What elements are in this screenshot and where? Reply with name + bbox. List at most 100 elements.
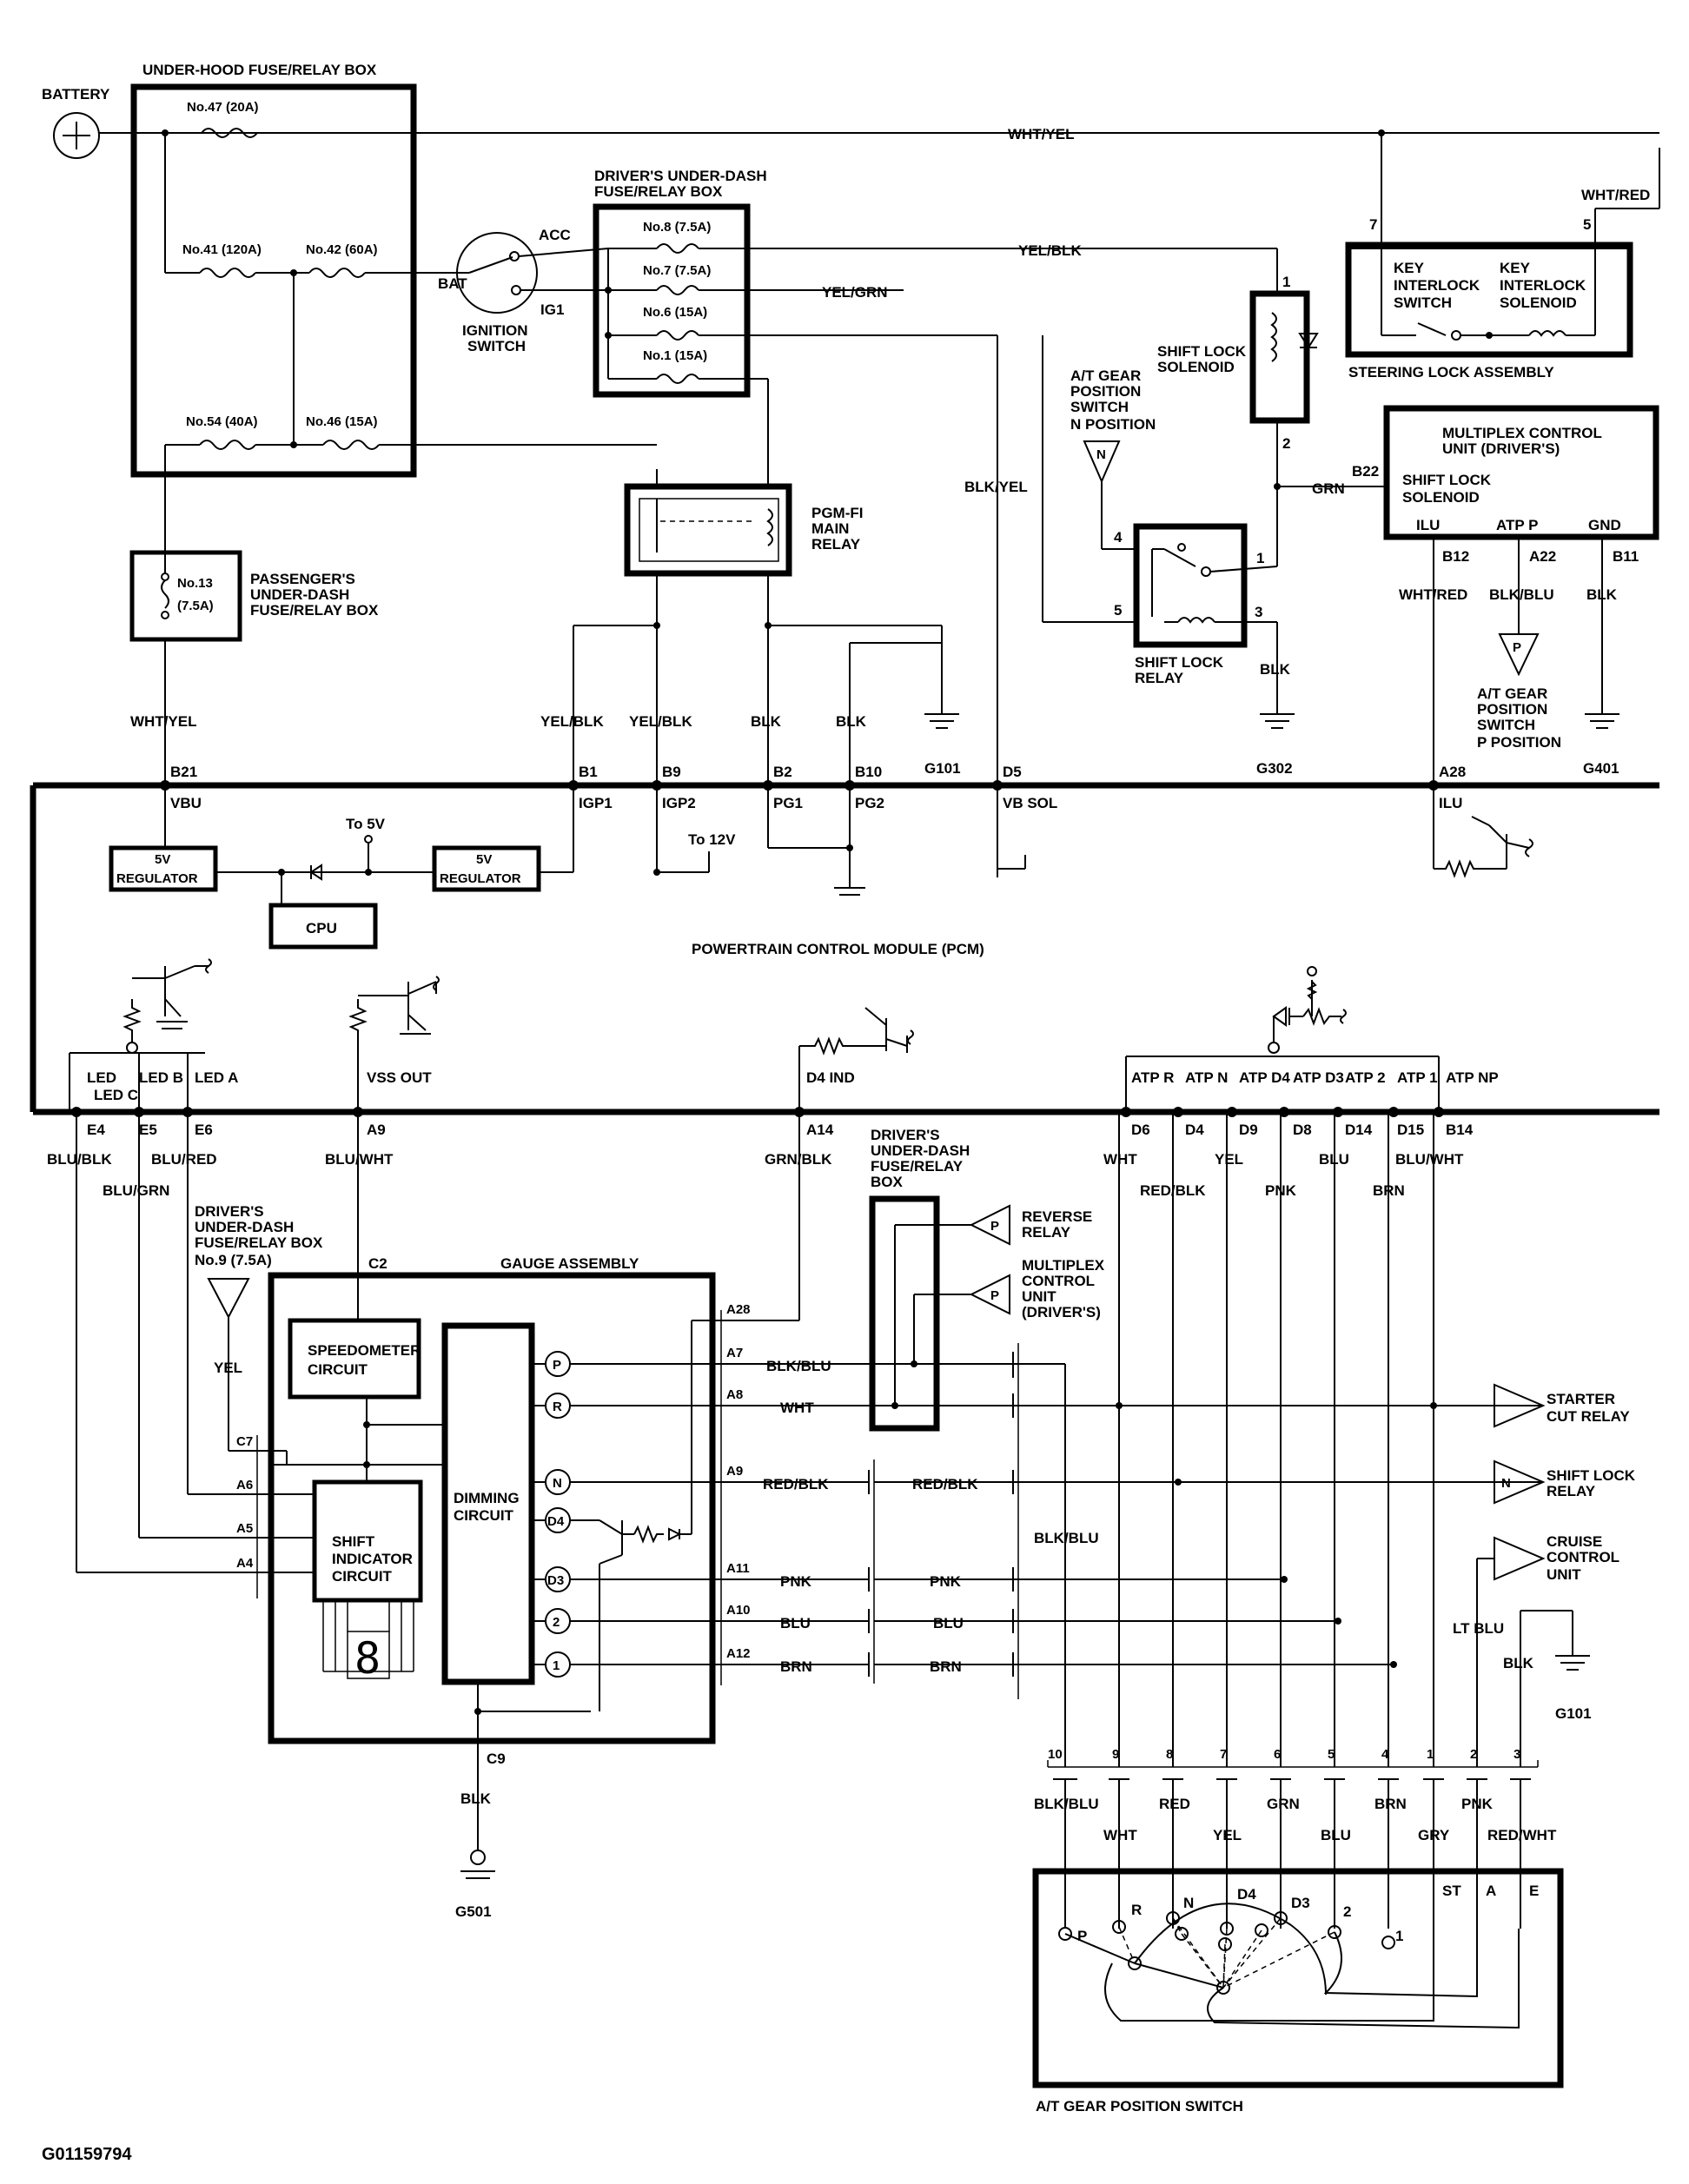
passenger-label-2: UNDER-DASH: [250, 586, 349, 603]
gpin-3: 3: [1513, 1747, 1520, 1762]
wire-blu-red: BLU/RED: [151, 1151, 217, 1168]
gear-switch-title: A/T GEAR POSITION SWITCH: [1036, 2098, 1243, 2115]
indicator-2: 2: [532, 1608, 725, 1634]
fuse-46-label: No.46 (15A): [306, 414, 378, 429]
p-switch-1: A/T GEAR: [1477, 685, 1547, 702]
ind-p-label: P: [553, 1358, 561, 1373]
fuse-54-label: No.54 (40A): [186, 414, 258, 429]
fuse9-3: FUSE/RELAY BOX: [195, 1234, 323, 1251]
reg-2-5v: 5V: [476, 852, 492, 867]
mcu-mid-3: UNIT: [1022, 1288, 1056, 1305]
mcu-title-2: UNIT (DRIVER'S): [1442, 440, 1560, 457]
term-4-relay: 4: [1114, 529, 1123, 546]
mcu-shift-lock-2: SOLENOID: [1402, 489, 1480, 506]
cruise-connector-icon: [1494, 1536, 1546, 1581]
fuse9-4: No.9 (7.5A): [195, 1252, 272, 1268]
shift-lock-relay-label-1: SHIFT LOCK: [1135, 654, 1224, 671]
fuse-8-label: No.8 (7.5A): [643, 220, 711, 235]
gwire-red: RED: [1159, 1796, 1190, 1812]
pin-b1: B1: [579, 764, 598, 780]
pin-b22: B22: [1352, 463, 1379, 480]
gpos-d3: D3: [1291, 1895, 1310, 1911]
pcm-module: B21 B1 B9 B2 B10 D5 A28 VBU IGP1 IGP2 PG…: [30, 764, 1659, 1138]
gwire-yel: YEL: [1213, 1827, 1242, 1843]
mcu-atp-p: ATP P: [1496, 517, 1539, 533]
wire-red-blk-mid: RED/BLK: [912, 1476, 978, 1492]
fuse9-1: DRIVER'S: [195, 1203, 264, 1220]
pin-d15: D15: [1397, 1122, 1424, 1138]
wire-blu-grn: BLU/GRN: [103, 1182, 169, 1199]
wire-blk-yel: BLK/YEL: [964, 479, 1028, 495]
reverse-1: REVERSE: [1022, 1208, 1092, 1225]
gwire-pnk: PNK: [1461, 1796, 1494, 1812]
ignition-switch-icon: [456, 232, 538, 314]
pin-a28-top: A28: [1439, 764, 1466, 780]
shift-lock-sol-label-2: SOLENOID: [1157, 359, 1235, 375]
steering-lock-title: STEERING LOCK ASSEMBLY: [1348, 364, 1554, 381]
pin-a10: A10: [726, 1603, 751, 1618]
ignition-bat: BAT: [438, 275, 467, 292]
pin-d6: D6: [1131, 1122, 1150, 1138]
pgm-fi-label-2: MAIN: [811, 520, 849, 537]
wire-blk-blu-p: BLK/BLU: [1489, 586, 1554, 603]
fuse-6: [656, 330, 699, 341]
shift-lock-solenoid: 1 SHIFT LOCK SOLENOID 2 GRN: [1157, 248, 1387, 566]
wire-blu-blk: BLU/BLK: [47, 1151, 112, 1168]
wire-blk-g101: BLK: [1503, 1655, 1534, 1671]
wire-yel-grn: YEL/GRN: [822, 284, 888, 301]
wire-blu-mid: BLU: [933, 1615, 964, 1631]
fuse-42-label: No.42 (60A): [306, 242, 378, 257]
indicator-1: 1: [532, 1651, 725, 1678]
ind-r-label: R: [553, 1400, 562, 1414]
n-pos-2: POSITION: [1070, 383, 1141, 400]
fuse-47-label: No.47 (20A): [187, 100, 259, 115]
led-c-name: LED C: [94, 1087, 138, 1103]
atp-n-name: ATP N: [1185, 1069, 1228, 1086]
term-7: 7: [1369, 216, 1377, 233]
gpos-d4: D4: [1237, 1886, 1256, 1903]
pin-b10: B10: [855, 764, 882, 780]
mcu-ilu: ILU: [1416, 517, 1440, 533]
wire-pnk-mid: PNK: [930, 1573, 962, 1590]
wire-yel-fuse9: YEL: [214, 1360, 242, 1376]
term-5-relay: 5: [1114, 602, 1122, 619]
p-connector-letter: P: [1513, 640, 1521, 655]
shift-lock-out-1: SHIFT LOCK: [1547, 1467, 1636, 1484]
term-3-relay: 3: [1255, 604, 1262, 620]
wire-wht-red-top: WHT/RED: [1581, 187, 1650, 203]
gwire-wht: WHT: [1103, 1827, 1137, 1843]
fuse-1: [656, 374, 699, 384]
atp-d3-name: ATP D3: [1293, 1069, 1344, 1086]
gpin-2: 2: [1470, 1747, 1477, 1762]
ignition-label: IGNITION: [462, 322, 528, 339]
indicator-d4: D4: [532, 1320, 725, 1711]
gwire-blk-blu: BLK/BLU: [1034, 1796, 1099, 1812]
gwire-blu: BLU: [1321, 1827, 1351, 1843]
mcu-connector-letter: P: [990, 1288, 999, 1303]
atp-d4-name: ATP D4: [1239, 1069, 1290, 1086]
wire-red-blk-a9: RED/BLK: [763, 1476, 829, 1492]
p-switch-4: P POSITION: [1477, 734, 1561, 751]
indicator-r: R: [532, 1393, 725, 1419]
shift-lock-connector-icon: [1494, 1459, 1546, 1505]
pin-d14: D14: [1345, 1122, 1373, 1138]
fuse-7-label: No.7 (7.5A): [643, 263, 711, 278]
ignition-label-2: SWITCH: [467, 338, 526, 354]
key-switch-1: KEY: [1394, 260, 1425, 276]
p-connector-icon: [1498, 633, 1540, 677]
pgm-fi-main-relay: PGM-FI MAIN RELAY G101: [573, 469, 961, 785]
pin-a22: A22: [1529, 548, 1556, 565]
ind-2-label: 2: [553, 1615, 560, 1630]
passenger-fuse-box: No.13 (7.5A) PASSENGER'S UNDER-DASH FUSE…: [129, 550, 379, 785]
indicator-p: P: [532, 1351, 725, 1377]
wire-wht-yel-top: WHT/YEL: [1008, 126, 1075, 142]
shift-display: 8: [354, 1633, 381, 1684]
reverse-connector-letter: P: [990, 1219, 999, 1234]
gwire-gry: GRY: [1418, 1827, 1450, 1843]
wire-blu-wht-b14: BLU/WHT: [1395, 1151, 1464, 1168]
fuse-6-label: No.6 (15A): [643, 305, 707, 320]
gpin-8: 8: [1166, 1747, 1173, 1762]
gwire-brn: BRN: [1374, 1796, 1407, 1812]
n-connector-letter: N: [1096, 447, 1106, 462]
ground-g101-top: G101: [924, 760, 961, 777]
